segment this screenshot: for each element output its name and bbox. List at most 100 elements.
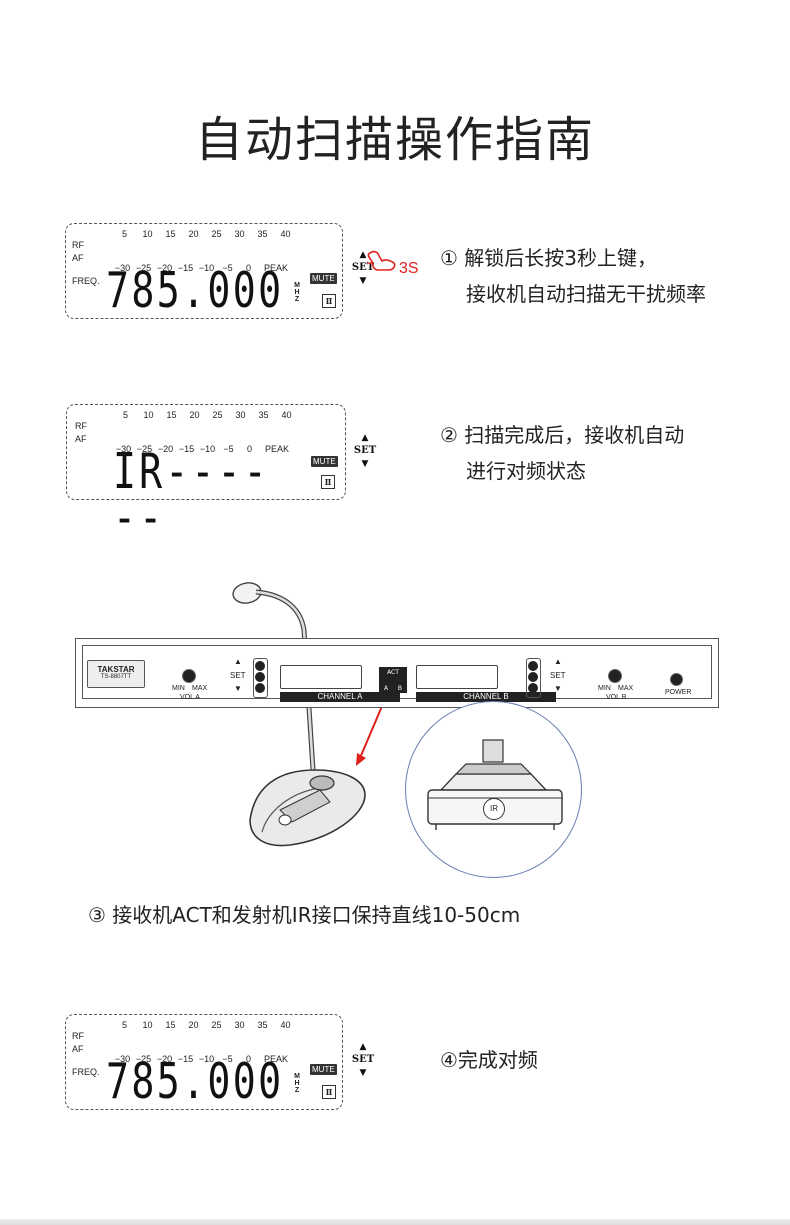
page-title: 自动扫描操作指南 <box>194 112 595 168</box>
vol-a-max-label: MAX <box>192 685 208 692</box>
scale-tick: −15 <box>178 444 195 454</box>
lcd-display-1: 5 10 15 20 25 30 35 40 RF AF −30 −25 −20… <box>65 223 343 319</box>
scale-tick: −5 <box>222 263 233 273</box>
vol-b-label: VOL B <box>606 694 627 701</box>
volume-a-knob[interactable] <box>182 669 196 683</box>
power-label: POWER <box>665 689 692 696</box>
receiver-front-panel: TAKSTAR TS-8807TT MIN MAX VOL A ▲ SET ▼ … <box>75 638 719 708</box>
set-control-2: ▲ SET ▼ <box>352 433 378 469</box>
down-arrow-icon[interactable]: ▼ <box>361 459 369 469</box>
scale-tick: −5 <box>222 1054 233 1064</box>
brand-name: TAKSTAR <box>97 665 135 674</box>
power-button[interactable] <box>670 673 683 686</box>
scale-tick: −10 <box>198 1054 215 1064</box>
step-2-line-1: ② 扫描完成后，接收机自动 <box>440 423 685 447</box>
scale-tick: −30 <box>114 263 131 273</box>
af-label: AF <box>75 434 87 444</box>
mute-indicator: MUTE <box>310 273 337 284</box>
step-2: ② 扫描完成后，接收机自动 进行对频状态 <box>440 417 684 489</box>
act-a-label: A <box>383 685 389 692</box>
act-sync-port[interactable]: ACT A B <box>379 667 407 693</box>
down-arrow-icon[interactable]: ▼ <box>359 276 367 286</box>
scale-tick: PEAK <box>263 263 288 273</box>
scale-tick: −30 <box>115 444 132 454</box>
scale-tick: 20 <box>189 410 200 420</box>
step-2-line-2: 进行对频状态 <box>466 459 586 483</box>
frequency-readout: 785.000 <box>106 1053 284 1110</box>
scale-tick: 5 <box>121 1020 127 1030</box>
lcd-display-3: 5 10 15 20 25 30 35 40 RF AF −30 −25 −20… <box>65 1014 343 1110</box>
set-button[interactable]: SET <box>351 262 375 273</box>
channel-indicator: Ⅱ <box>322 1085 336 1099</box>
scale-tick: 20 <box>188 229 199 239</box>
freq-label: FREQ. <box>72 276 100 286</box>
vol-a-label: VOL A <box>180 694 200 701</box>
set-control-1: ▲ SET ▼ <box>350 250 376 286</box>
volume-b-knob[interactable] <box>608 669 622 683</box>
up-arrow-icon[interactable]: ▲ <box>361 433 369 443</box>
af-label: AF <box>72 253 84 263</box>
panel-set-a-button[interactable]: SET <box>230 671 246 680</box>
scale-tick: 15 <box>165 229 176 239</box>
freq-label: FREQ. <box>72 1067 100 1077</box>
lcd-display-2: 5 10 15 20 25 30 35 40 RF AF −30 −25 −20… <box>66 404 346 542</box>
scale-tick: −20 <box>156 263 173 273</box>
vol-b-min-label: MIN <box>598 685 611 692</box>
channel-b-label: CHANNEL B <box>416 692 556 702</box>
scale-tick: −10 <box>198 263 215 273</box>
led-indicator <box>255 672 265 682</box>
rf-scale: −30 −25 −20 −15 −10 −5 0 PEAK <box>112 263 293 273</box>
panel-up-a-icon[interactable]: ▲ <box>234 657 242 666</box>
rf-scale: −30 −25 −20 −15 −10 −5 0 PEAK <box>113 444 294 454</box>
mhz-unit: M H Z <box>294 282 300 303</box>
led-indicator <box>528 672 538 682</box>
scale-tick: −10 <box>199 444 216 454</box>
af-scale: 5 10 15 20 25 30 35 40 <box>113 1020 297 1030</box>
scale-tick: 25 <box>211 1020 222 1030</box>
scale-tick: 10 <box>142 1020 153 1030</box>
scale-tick: −15 <box>177 263 194 273</box>
hold-duration: 3S <box>399 260 419 277</box>
led-indicator <box>255 683 265 693</box>
panel-down-b-icon[interactable]: ▼ <box>554 684 562 693</box>
up-arrow-icon[interactable]: ▲ <box>359 250 367 260</box>
scale-tick: −30 <box>114 1054 131 1064</box>
led-column-b <box>526 658 541 698</box>
rf-scale: −30 −25 −20 −15 −10 −5 0 PEAK <box>112 1054 293 1064</box>
rf-label: RF <box>75 421 87 431</box>
scale-tick: −20 <box>156 1054 173 1064</box>
gooseneck-microphone-illustration <box>232 582 392 847</box>
panel-up-b-icon[interactable]: ▲ <box>554 657 562 666</box>
scale-tick: 0 <box>245 1054 251 1064</box>
set-button[interactable]: SET <box>351 1054 375 1065</box>
vol-b-max-label: MAX <box>618 685 634 692</box>
led-indicator <box>528 661 538 671</box>
scale-tick: 30 <box>234 1020 245 1030</box>
ir-port[interactable]: IR <box>483 798 505 820</box>
transmitter-closeup-illustration <box>427 739 563 830</box>
scale-tick: 0 <box>245 263 251 273</box>
scale-tick: 35 <box>258 410 269 420</box>
mute-indicator: MUTE <box>310 1064 337 1075</box>
scale-tick: 10 <box>142 229 153 239</box>
scale-tick: 30 <box>235 410 246 420</box>
channel-a-display <box>280 665 362 689</box>
step-1: ① 解锁后长按3秒上键， 接收机自动扫描无干扰频率 <box>440 240 706 312</box>
rf-label: RF <box>72 1031 84 1041</box>
scale-tick: −25 <box>135 263 152 273</box>
scale-tick: 0 <box>246 444 252 454</box>
scale-tick: −25 <box>136 444 153 454</box>
set-button[interactable]: SET <box>353 445 377 456</box>
panel-down-a-icon[interactable]: ▼ <box>234 684 242 693</box>
up-arrow-icon[interactable]: ▲ <box>359 1042 367 1052</box>
down-arrow-icon[interactable]: ▼ <box>359 1068 367 1078</box>
step-1-line-1: ① 解锁后长按3秒上键， <box>440 246 658 270</box>
scale-tick: 15 <box>165 1020 176 1030</box>
panel-set-b-button[interactable]: SET <box>550 671 566 680</box>
scale-tick: PEAK <box>264 444 289 454</box>
scale-tick: −5 <box>223 444 234 454</box>
step-4: ④完成对频 <box>440 1048 538 1072</box>
scale-tick: −25 <box>135 1054 152 1064</box>
ir-port-zoom-circle <box>405 701 582 878</box>
scale-tick: 40 <box>280 1020 291 1030</box>
